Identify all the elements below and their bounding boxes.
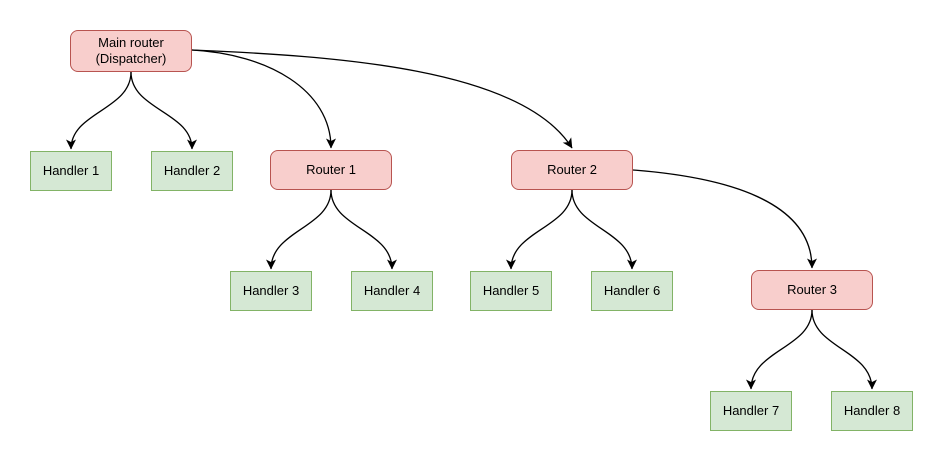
edge-main-router-to-handler-2 (130, 71, 197, 150)
node-label: Router 1 (306, 162, 356, 177)
node-label: Handler 1 (42, 163, 100, 178)
edge-main-router-to-router-2 (191, 49, 573, 149)
node-label: Handler 3 (242, 283, 300, 298)
node-label: Handler 4 (363, 283, 421, 298)
node-label: Main router (Dispatcher) (95, 35, 167, 66)
edge-router-1-to-handler-3 (266, 189, 332, 270)
node-handler-1[interactable]: Handler 1 (30, 151, 112, 191)
node-label: Handler 5 (482, 283, 540, 298)
node-handler-2[interactable]: Handler 2 (151, 151, 233, 191)
edge-router-2-to-handler-6 (571, 189, 637, 270)
edge-router-2-to-handler-5 (506, 189, 573, 270)
node-label: Handler 8 (843, 403, 901, 418)
edge-router-2-to-router-3 (632, 169, 817, 269)
edge-router-3-to-handler-8 (811, 309, 877, 390)
edge-router-1-to-handler-4 (330, 189, 397, 270)
node-handler-5[interactable]: Handler 5 (470, 271, 552, 311)
node-router-1[interactable]: Router 1 (270, 150, 392, 190)
node-label: Handler 2 (163, 163, 221, 178)
node-handler-6[interactable]: Handler 6 (591, 271, 673, 311)
node-handler-8[interactable]: Handler 8 (831, 391, 913, 431)
node-handler-3[interactable]: Handler 3 (230, 271, 312, 311)
node-label: Router 3 (787, 282, 837, 297)
node-label: Router 2 (547, 162, 597, 177)
edge-router-3-to-handler-7 (746, 309, 813, 390)
node-main-router[interactable]: Main router (Dispatcher) (70, 30, 192, 72)
node-handler-4[interactable]: Handler 4 (351, 271, 433, 311)
node-router-3[interactable]: Router 3 (751, 270, 873, 310)
edge-main-router-to-router-1 (191, 49, 336, 149)
node-label: Handler 6 (603, 283, 661, 298)
edge-main-router-to-handler-1 (66, 71, 132, 150)
node-label: Handler 7 (722, 403, 780, 418)
node-handler-7[interactable]: Handler 7 (710, 391, 792, 431)
node-router-2[interactable]: Router 2 (511, 150, 633, 190)
